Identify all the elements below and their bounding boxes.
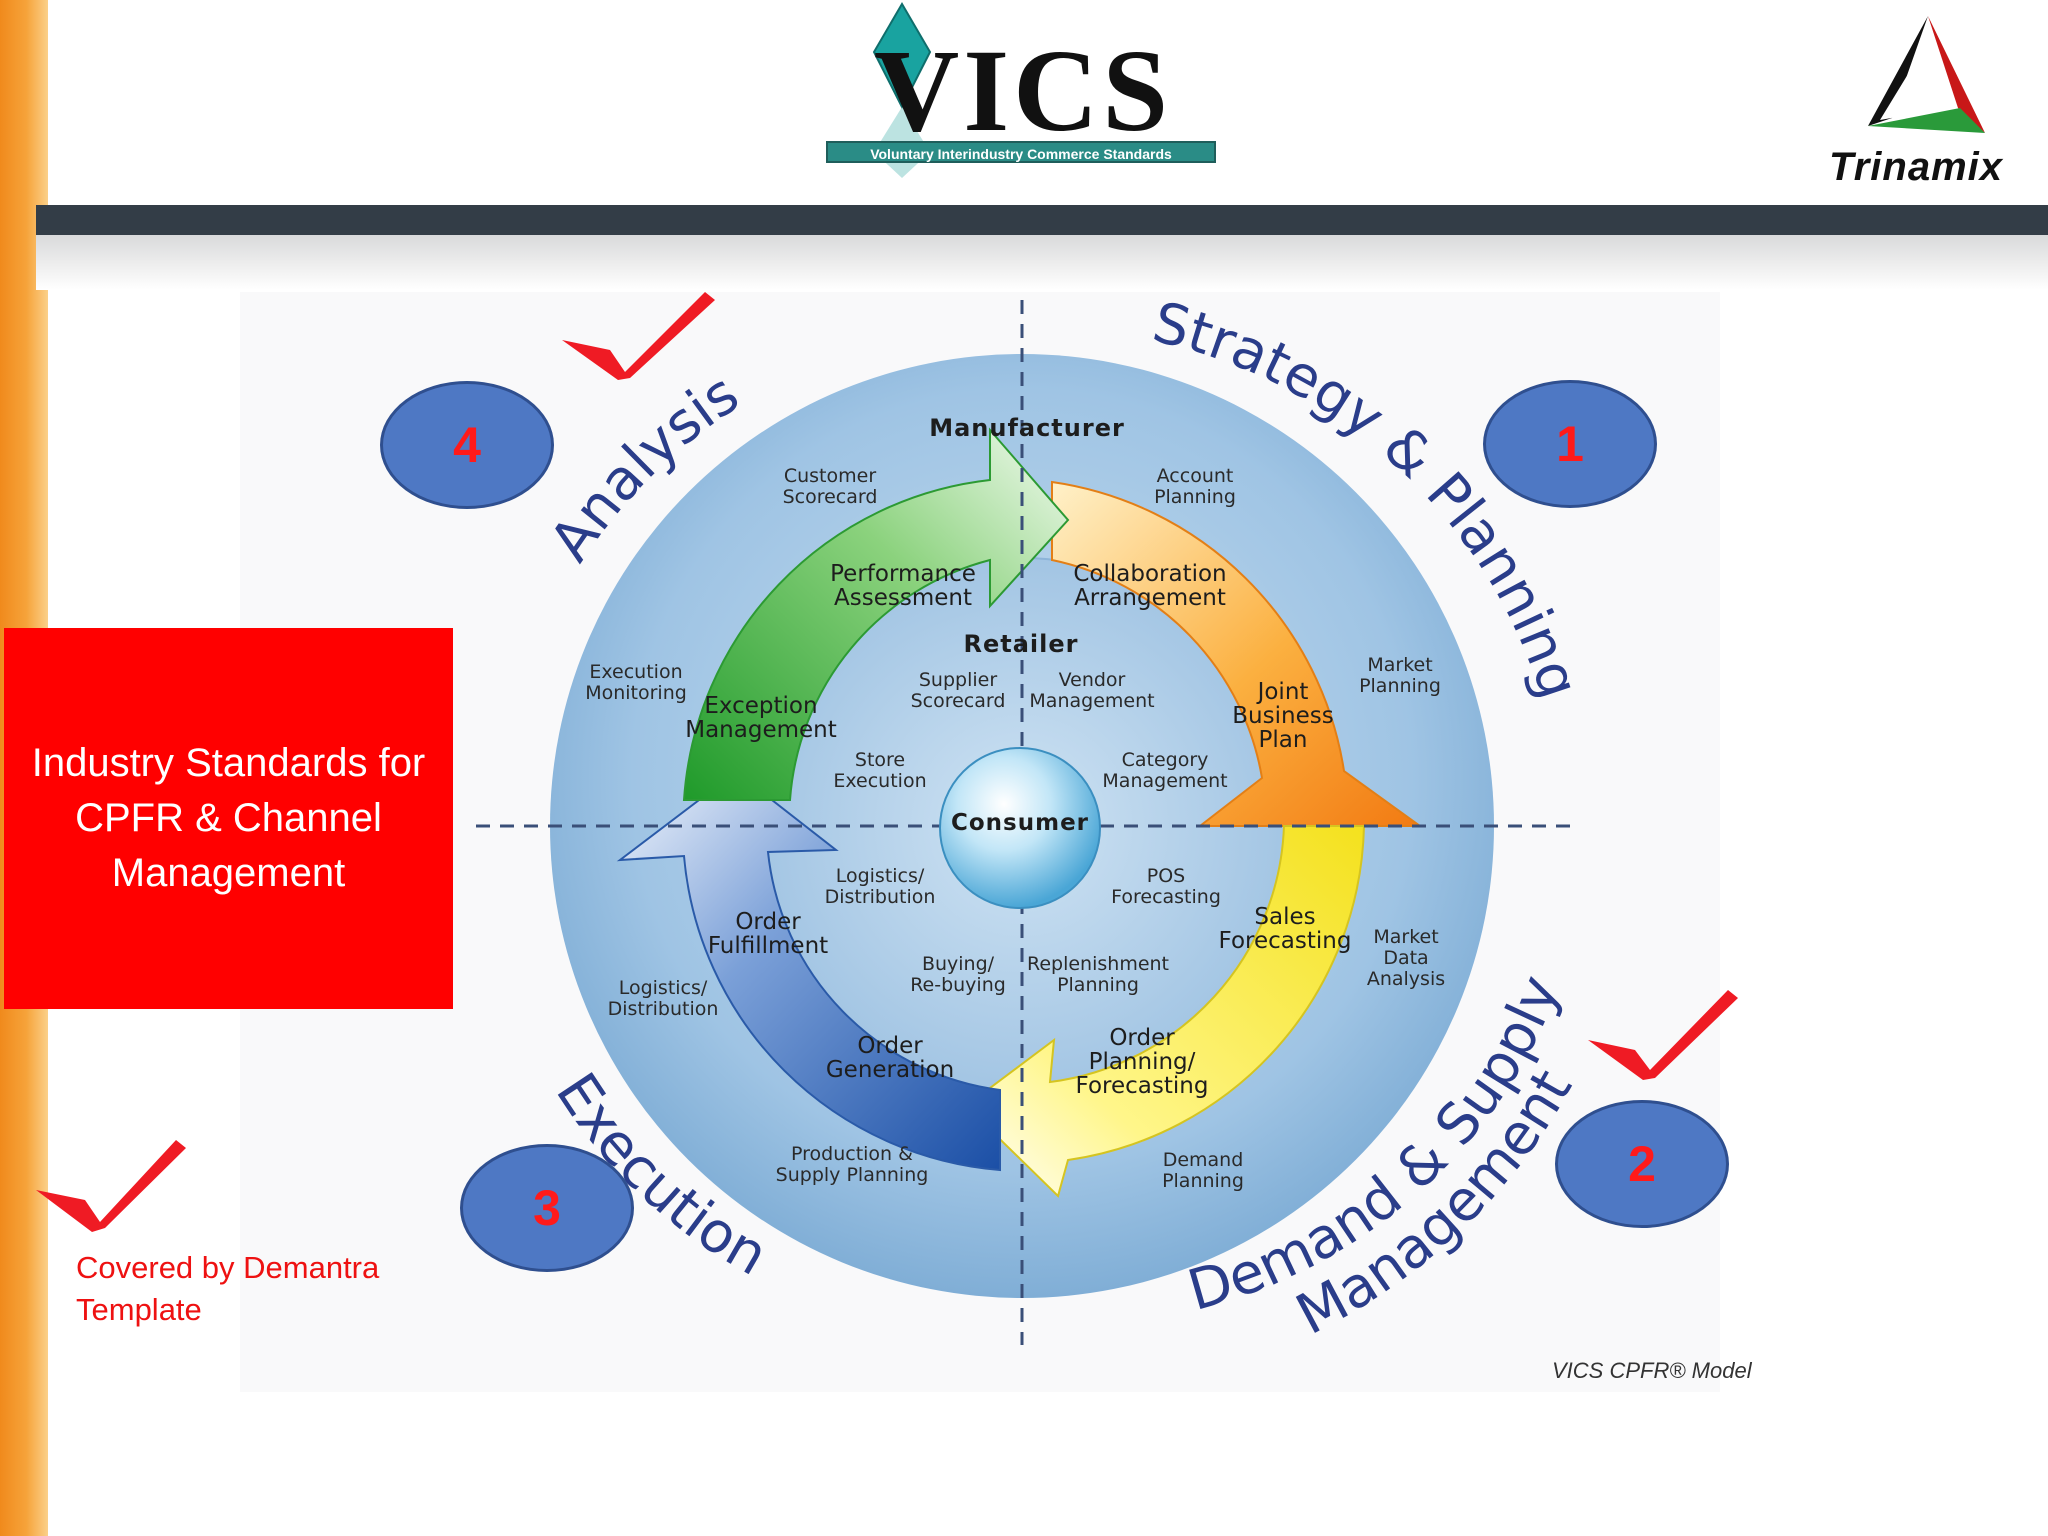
check-analysis xyxy=(562,292,715,380)
label-store-execution: Store Execution xyxy=(833,749,927,792)
arrow-execution xyxy=(616,770,1001,1172)
label-replenishment-planning: Replenishment Planning xyxy=(1026,953,1170,996)
label-customer-scorecard: Customer Scorecard xyxy=(782,465,878,508)
header-shadow xyxy=(36,235,2048,290)
label-supplier-scorecard: Supplier Scorecard xyxy=(910,669,1006,712)
label-buying: Buying/ Re-buying xyxy=(910,953,1006,996)
label-order-planning: Order Planning/ Forecasting xyxy=(1075,1025,1209,1099)
consumer-sphere xyxy=(939,747,1101,909)
label-performance-assessment: Performance Assessment xyxy=(830,561,976,611)
vics-cpfr-model-caption: VICS CPFR® Model xyxy=(1552,1358,1752,1383)
check-demand xyxy=(1588,990,1738,1080)
label-production-supply: Production & Supply Planning xyxy=(775,1143,929,1186)
label-account-planning: Account Planning xyxy=(1154,465,1236,508)
industry-standards-text: Industry Standards for CPFR & Channel Ma… xyxy=(31,741,426,895)
label-market-data-analysis: Market Data Analysis xyxy=(1366,926,1446,990)
label-collaboration-arrangement: Collaboration Arrangement xyxy=(1073,561,1227,611)
label-vendor-management: Vendor Management xyxy=(1029,669,1155,712)
badge-1: 1 xyxy=(1483,380,1657,508)
vics-wordmark: VICS xyxy=(874,25,1172,156)
industry-standards-box: Industry Standards for CPFR & Channel Ma… xyxy=(4,628,453,1009)
label-execution-monitoring: Execution Monitoring xyxy=(585,661,687,704)
arrow-demand-supply xyxy=(964,825,1366,1198)
trinamix-wordmark: Trinamix xyxy=(1829,145,2003,189)
label-logistics-outer: Logistics/ Distribution xyxy=(607,977,719,1020)
badge-4: 4 xyxy=(380,381,554,509)
header-bar xyxy=(36,205,2048,235)
label-order-generation: Order Generation xyxy=(825,1033,955,1083)
label-retailer: Retailer xyxy=(963,630,1079,658)
label-pos-forecasting: POS Forecasting xyxy=(1111,865,1221,908)
arrow-strategy-planning xyxy=(1051,480,1424,827)
check-legend xyxy=(36,1140,186,1232)
label-sales-forecasting: Sales Forecasting xyxy=(1218,904,1352,954)
label-consumer: Consumer xyxy=(950,810,1090,836)
label-market-planning: Market Planning xyxy=(1359,654,1441,697)
badge-3: 3 xyxy=(460,1144,634,1272)
label-logistics-inner: Logistics/ Distribution xyxy=(824,865,936,908)
label-manufacturer: Manufacturer xyxy=(929,414,1125,442)
label-demand-planning: Demand Planning xyxy=(1162,1149,1244,1192)
covered-by-demantra-label: Covered by Demantra Template xyxy=(76,1250,380,1327)
vics-tagline: Voluntary Interindustry Commerce Standar… xyxy=(826,141,1216,163)
label-exception-management: Exception Management xyxy=(685,693,837,743)
badge-2: 2 xyxy=(1555,1100,1729,1228)
arrow-analysis xyxy=(682,427,1070,801)
label-category-management: Category Management xyxy=(1102,749,1228,792)
trinamix-logo xyxy=(1868,16,1985,133)
label-order-fulfillment: Order Fulfillment xyxy=(707,909,829,959)
label-joint-business-plan: Joint Business Plan xyxy=(1232,679,1334,753)
